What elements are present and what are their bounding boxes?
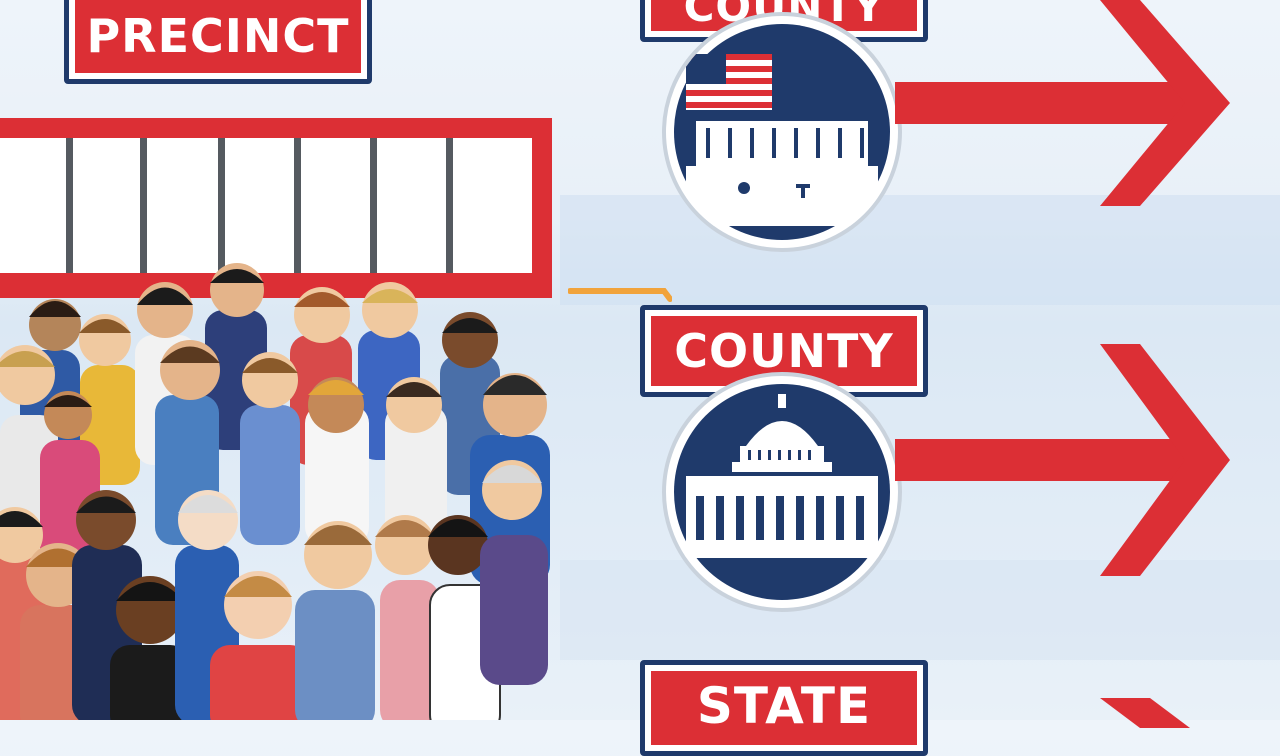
right-arrow-icon bbox=[1100, 698, 1190, 728]
background-band-bottom bbox=[560, 560, 1280, 660]
person-icon bbox=[210, 571, 310, 720]
ballot-box-illustration bbox=[0, 118, 552, 298]
background-band-top bbox=[560, 195, 1280, 305]
right-arrow-icon bbox=[895, 0, 1230, 206]
state-label: STATE bbox=[640, 660, 928, 756]
person-icon bbox=[295, 521, 375, 720]
precinct-label-text: PRECINCT bbox=[75, 0, 361, 73]
county-label-middle-text: COUNTY bbox=[651, 316, 917, 386]
person-icon bbox=[375, 515, 440, 720]
flag-building-seal-icon bbox=[662, 12, 902, 252]
person-icon bbox=[240, 352, 300, 545]
connector-line bbox=[568, 288, 672, 302]
precinct-label: PRECINCT bbox=[64, 0, 372, 84]
capitol-dome-seal-icon bbox=[662, 372, 902, 612]
right-arrow-icon bbox=[895, 344, 1230, 576]
person-icon bbox=[480, 460, 548, 685]
person-icon bbox=[110, 576, 190, 720]
state-label-text: STATE bbox=[651, 671, 917, 745]
crowd-illustration bbox=[0, 263, 550, 720]
person-icon bbox=[305, 377, 369, 545]
